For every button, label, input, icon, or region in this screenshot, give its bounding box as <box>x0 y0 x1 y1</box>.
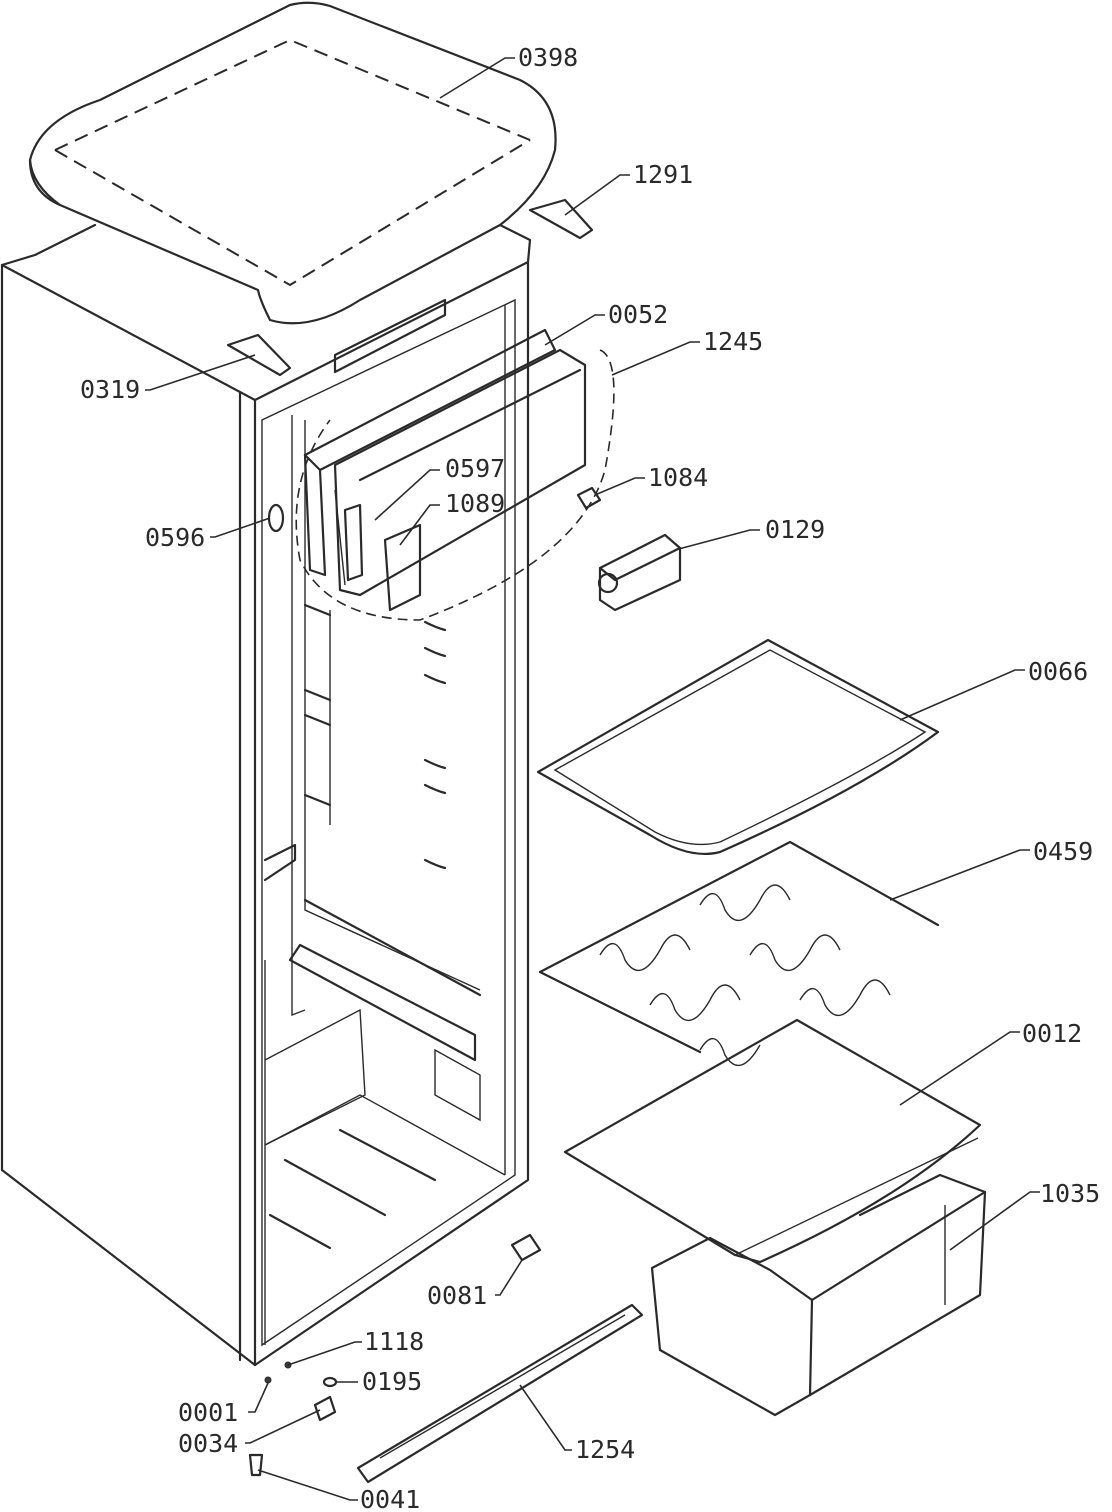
label-pin: 0001 <box>178 1398 238 1427</box>
label-freezer-frame: 0052 <box>608 300 668 329</box>
lamp-socket <box>267 503 285 533</box>
leader-lines <box>145 57 1040 1501</box>
label-lamp-socket: 0596 <box>145 523 205 552</box>
adjustable-foot <box>248 1453 264 1477</box>
label-hinge-top-left: 0319 <box>80 375 140 404</box>
glass-shelf <box>536 638 940 856</box>
hinge-top-left <box>226 333 292 377</box>
label-bottom-hinge: 0081 <box>427 1281 487 1310</box>
label-top-cover: 0398 <box>518 43 578 72</box>
part-labels: 0398 1291 0052 1245 0319 0597 1089 1084 … <box>80 43 1100 1512</box>
bottom-hinge <box>510 1233 542 1262</box>
freezer-compartment <box>295 328 615 621</box>
washer <box>322 1376 338 1388</box>
label-glass-shelf: 0066 <box>1028 657 1088 686</box>
label-crisper-cover: 0012 <box>1022 1019 1082 1048</box>
label-washer: 0195 <box>362 1367 422 1396</box>
label-thermostat-block: 0129 <box>765 515 825 544</box>
thermostat-block <box>597 533 682 612</box>
label-freezer-compartment: 1245 <box>703 327 763 356</box>
crisper-drawer <box>650 1173 987 1417</box>
label-freezer-latch: 0597 <box>445 454 505 483</box>
bottle-rack <box>538 840 940 1067</box>
clip <box>576 486 602 510</box>
label-screw: 1118 <box>364 1327 424 1356</box>
pin <box>264 1376 272 1384</box>
top-cover <box>28 1 557 325</box>
label-crisper-drawer: 1035 <box>1040 1179 1100 1208</box>
label-hinge-top-right: 1291 <box>633 160 693 189</box>
label-clip: 1084 <box>648 463 708 492</box>
hinge-top-right <box>528 198 594 240</box>
label-bracket: 0034 <box>178 1429 238 1458</box>
label-freezer-handle: 1089 <box>445 489 505 518</box>
label-adjustable-foot: 0041 <box>360 1485 420 1512</box>
cabinet-body <box>0 223 532 1367</box>
kick-plate <box>356 1303 644 1484</box>
crisper-cover <box>563 1018 982 1264</box>
bracket <box>313 1395 337 1422</box>
label-kick-plate: 1254 <box>575 1435 635 1464</box>
label-bottle-rack: 0459 <box>1033 837 1093 866</box>
